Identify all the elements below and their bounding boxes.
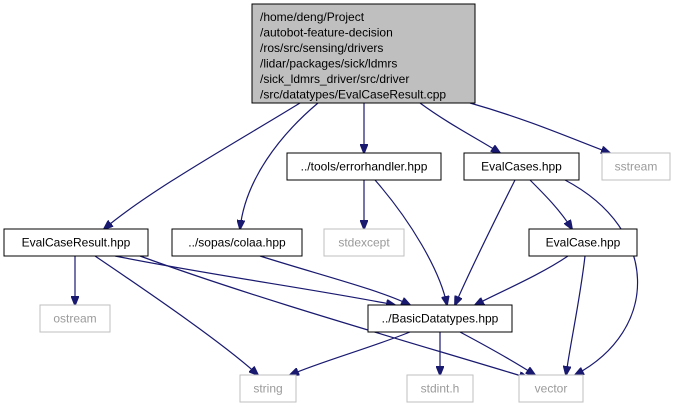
edge-evalcase-to-basicdatatypes <box>475 255 569 305</box>
edge-root-to-colaa <box>240 102 319 229</box>
node-label-stdexcept: stdexcept <box>338 236 390 250</box>
edge-root-to-evalcases <box>419 102 500 153</box>
node-colaa[interactable]: ../sopas/colaa.hpp <box>171 228 303 257</box>
node-label-root-line-4: /sick_ldmrs_driver/src/driver <box>260 72 409 86</box>
node-label-evalcases: EvalCases.hpp <box>481 160 562 174</box>
edge-evalcases-to-basicdatatypes <box>455 179 516 305</box>
node-root[interactable]: /home/deng/Project/autobot-feature-decis… <box>251 3 476 104</box>
node-vector: vector <box>518 374 584 403</box>
node-label-evalcase: EvalCase.hpp <box>546 236 621 250</box>
node-label-basicdatatypes: ../BasicDatatypes.hpp <box>382 312 499 326</box>
node-box-stdexcept <box>323 228 405 257</box>
node-box-evalcaseresult <box>3 228 149 257</box>
edge-root-to-evalcaseresult <box>104 102 301 229</box>
node-label-evalcaseresult: EvalCaseResult.hpp <box>22 236 131 250</box>
node-basicdatatypes[interactable]: ../BasicDatatypes.hpp <box>367 304 513 333</box>
edge-evalcases-to-evalcase <box>529 179 572 229</box>
node-evalcases[interactable]: EvalCases.hpp <box>463 152 580 181</box>
node-stdexcept: stdexcept <box>323 228 405 257</box>
edge-evalcaseresult-to-basicdatatypes <box>114 255 395 305</box>
edge-evalcaseresult-to-string <box>94 255 258 375</box>
nodes-layer: /home/deng/Project/autobot-feature-decis… <box>3 3 671 403</box>
node-box-root <box>251 3 476 104</box>
node-label-colaa: ../sopas/colaa.hpp <box>188 236 286 250</box>
node-label-string: string <box>253 382 282 396</box>
node-label-vector: vector <box>535 382 568 396</box>
node-box-vector <box>518 374 584 403</box>
edge-evalcase-to-vector <box>566 255 586 375</box>
edge-root-to-sstream <box>469 102 610 153</box>
node-label-root-line-5: /src/datatypes/EvalCaseResult.cpp <box>260 88 446 102</box>
edges-layer <box>75 102 639 378</box>
node-box-errorhandler <box>286 152 442 181</box>
edge-evalcaseresult-to-vector <box>139 255 528 378</box>
node-sstream: sstream <box>601 152 671 181</box>
edge-evalcases-to-vector <box>564 179 639 375</box>
node-label-errorhandler: ../tools/errorhandler.hpp <box>301 160 428 174</box>
node-label-sstream: sstream <box>615 160 658 174</box>
node-string: string <box>239 374 297 403</box>
edge-basicdatatypes-to-vector <box>459 331 535 375</box>
edge-colaa-to-basicdatatypes <box>259 255 410 305</box>
node-box-sstream <box>601 152 671 181</box>
node-label-stdint: stdint.h <box>421 382 460 396</box>
node-ostream: ostream <box>39 304 111 333</box>
node-box-evalcase <box>528 228 638 257</box>
node-box-evalcases <box>463 152 580 181</box>
node-box-basicdatatypes <box>367 304 513 333</box>
node-evalcase[interactable]: EvalCase.hpp <box>528 228 638 257</box>
node-label-root-line-1: /autobot-feature-decision <box>260 26 393 40</box>
node-evalcaseresult[interactable]: EvalCaseResult.hpp <box>3 228 149 257</box>
node-box-stdint <box>406 374 474 403</box>
node-stdint: stdint.h <box>406 374 474 403</box>
node-box-string <box>239 374 297 403</box>
node-box-ostream <box>39 304 111 333</box>
edge-basicdatatypes-to-string <box>290 331 411 375</box>
node-label-root-line-3: /lidar/packages/sick/ldmrs <box>260 57 397 71</box>
node-label-root-line-0: /home/deng/Project <box>260 10 365 24</box>
node-label-root-line-2: /ros/src/sensing/drivers <box>260 41 383 55</box>
node-box-colaa <box>171 228 303 257</box>
node-label-ostream: ostream <box>53 312 96 326</box>
node-errorhandler[interactable]: ../tools/errorhandler.hpp <box>286 152 442 181</box>
edge-errorhandler-to-basicdatatypes <box>374 179 447 305</box>
